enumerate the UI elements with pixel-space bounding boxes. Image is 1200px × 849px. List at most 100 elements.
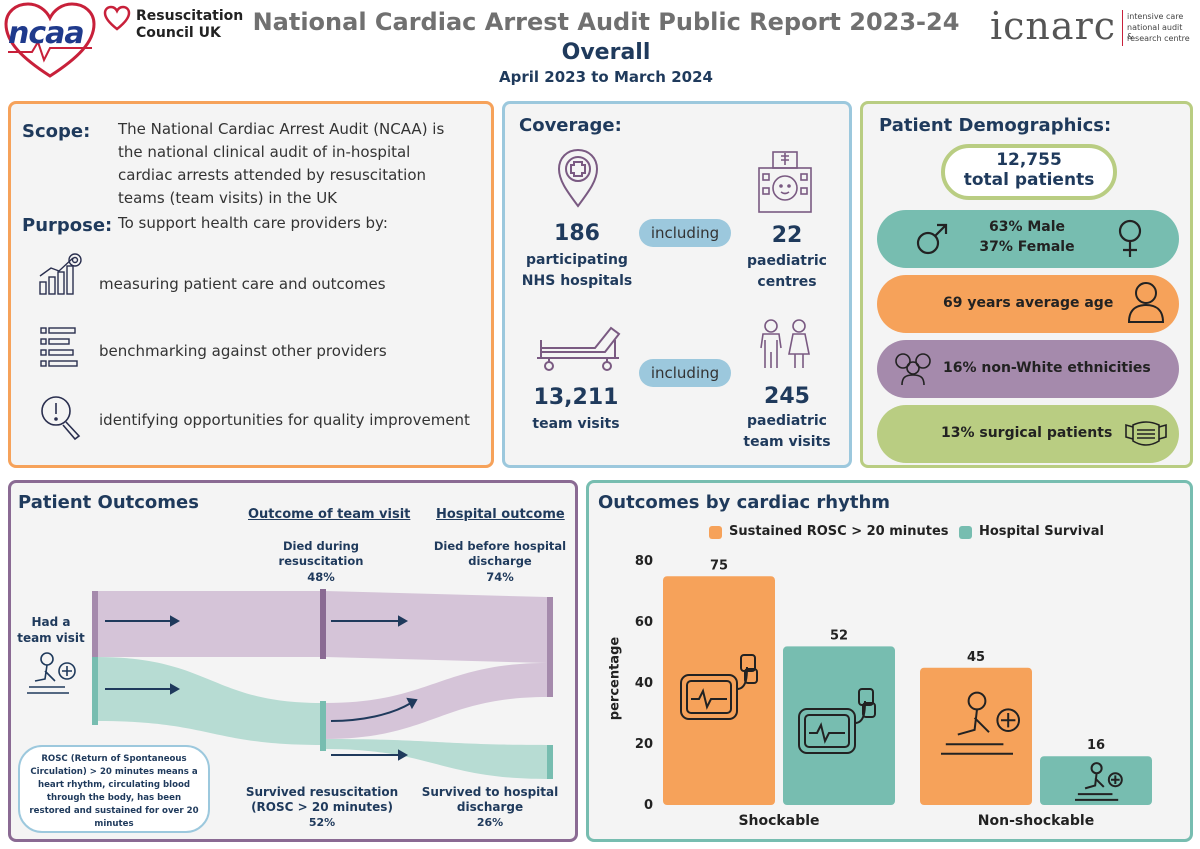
died-hosp-label-2: discharge [468, 554, 532, 568]
data-label: 52 [830, 628, 848, 643]
heart-icon [103, 5, 131, 31]
including-badge-2: including [639, 359, 731, 387]
surgical-mask-icon [1125, 421, 1167, 446]
survived-resus-label-1: Survived resuscitation [245, 785, 399, 799]
scope-text: The National Cardiac Arrest Audit (NCAA)… [118, 120, 445, 207]
purpose-item-2: benchmarking against other providers [99, 342, 387, 360]
purpose-item-1: measuring patient care and outcomes [99, 275, 386, 293]
node-survived-hosp [547, 745, 553, 779]
data-label: 16 [1087, 738, 1105, 753]
bar-shockable-rosc [663, 576, 775, 805]
team-visits-value: 13,211 [533, 385, 619, 410]
patient-outcomes-panel: Patient Outcomes Outcome of team visit H… [8, 480, 578, 842]
survived-resus-pct: 52% [308, 816, 336, 829]
person-icon [1127, 282, 1165, 323]
flow-survived-to-survived [325, 739, 547, 779]
data-label: 45 [967, 650, 985, 665]
scope-label: Scope: [22, 121, 91, 142]
hospital-outcome-heading: Hospital outcome [436, 507, 565, 522]
start-label-1: Had a [31, 615, 71, 629]
cpr-icon-large [941, 691, 1021, 755]
female-symbol-icon [1118, 219, 1142, 257]
rhythm-chart-panel: Outcomes by cardiac rhythm Sustained ROS… [586, 480, 1193, 842]
died-resus-label-1: Died during [283, 539, 359, 553]
y-tick-label: 60 [635, 615, 653, 630]
rosc-note-text: ROSC (Return of Spontaneous Circulation)… [29, 754, 199, 829]
y-tick-label: 40 [635, 676, 653, 691]
legend-swatch-rosc [709, 526, 722, 539]
magnifier-alert-icon [39, 394, 83, 446]
data-label: 75 [710, 558, 728, 573]
people-group-icon [895, 353, 931, 386]
node-start [92, 591, 98, 725]
y-tick-label: 80 [635, 554, 653, 569]
coverage-panel: Coverage: 186 participating NHS hospital… [502, 101, 852, 468]
coverage-title: Coverage: [519, 115, 622, 136]
legend-label-survival: Hospital Survival [979, 524, 1104, 539]
checklist-icon [39, 326, 79, 374]
team-visit-outcome-heading: Outcome of team visit [248, 507, 411, 522]
y-tick-label: 20 [635, 737, 653, 752]
bar-non-shockable-rosc [920, 667, 1032, 805]
x-category-label: Non-shockable [978, 813, 1094, 829]
male-pct: 63% Male [988, 219, 1066, 235]
female-pct: 37% Female [979, 239, 1075, 255]
icnarc-tag-1: intensive care [1127, 12, 1184, 21]
children-icon [755, 318, 815, 376]
paed-visits-label-2: team visits [743, 434, 831, 450]
demographics-title: Patient Demographics: [879, 115, 1112, 136]
cpr-icon-small-bar [1075, 762, 1123, 801]
survived-hosp-pct: 26% [476, 816, 504, 829]
ncaa-logo-text: ncaa [8, 16, 85, 51]
legend: Sustained ROSC > 20 minutes Hospital Sur… [709, 523, 1109, 543]
sankey-diagram [92, 589, 553, 779]
demographics-panel: Patient Demographics: 12,755 total patie… [860, 101, 1193, 468]
icnarc-logo-text: icnarc [990, 4, 1117, 48]
paed-centres-value: 22 [771, 223, 803, 248]
ncaa-logo: ncaa [2, 2, 98, 80]
children-hospital-icon [753, 148, 817, 218]
total-patients-value: 12,755 [996, 150, 1062, 170]
hospitals-label-1: participating [526, 252, 628, 268]
total-patients-label: total patients [963, 170, 1095, 190]
average-age: 69 years average age [943, 295, 1114, 311]
icnarc-logo: icnarc intensive care national audit & r… [990, 4, 1190, 54]
legend-label-rosc: Sustained ROSC > 20 minutes [729, 524, 949, 539]
node-survived-resus [320, 701, 326, 751]
died-hosp-pct: 74% [486, 570, 514, 584]
start-label-2: team visit [17, 631, 85, 645]
survived-resus-label-2: (ROSC > 20 minutes) [251, 800, 393, 814]
paed-visits-value: 245 [764, 384, 810, 409]
flow-start-to-survived [97, 657, 321, 745]
paed-visits-label-1: paediatric [747, 413, 827, 429]
survived-hosp-label-2: discharge [456, 800, 524, 814]
survived-hosp-label-1: Survived to hospital [421, 785, 559, 799]
purpose-item-3: identifying opportunities for quality im… [99, 411, 470, 429]
ethnicity-pill: 16% non-White ethnicities [877, 340, 1179, 398]
paed-centres-label-2: centres [757, 274, 817, 290]
ethnicity-pct: 16% non-White ethnicities [943, 360, 1151, 376]
rc-logo-line2: Council UK [136, 25, 221, 41]
purpose-text: To support health care providers by: [118, 214, 388, 232]
hospitals-label-2: NHS hospitals [521, 273, 633, 289]
defibrillator-icon-1 [680, 654, 758, 720]
hospital-pin-icon [556, 148, 600, 212]
bar-shockable-survival [783, 646, 895, 805]
rosc-note: ROSC (Return of Spontaneous Circulation)… [18, 745, 210, 833]
flow-start-to-died [97, 591, 321, 657]
x-category-label: Shockable [738, 813, 819, 829]
flow-survived-to-died [325, 663, 547, 739]
including-badge-1: including [639, 219, 731, 247]
report-period: April 2023 to March 2024 [499, 68, 713, 86]
growth-chart-icon [37, 252, 83, 302]
defibrillator-icon-2 [798, 688, 876, 754]
legend-swatch-survival [959, 526, 972, 539]
sex-pill: 63% Male 37% Female [877, 210, 1179, 268]
node-died-hosp [547, 597, 553, 697]
outcomes-title: Patient Outcomes [18, 492, 199, 513]
purpose-label: Purpose: [22, 215, 113, 236]
icnarc-tag-3: research centre [1127, 34, 1190, 43]
team-visits-label: team visits [532, 416, 620, 432]
icnarc-tag-2: national audit & [1127, 23, 1183, 41]
